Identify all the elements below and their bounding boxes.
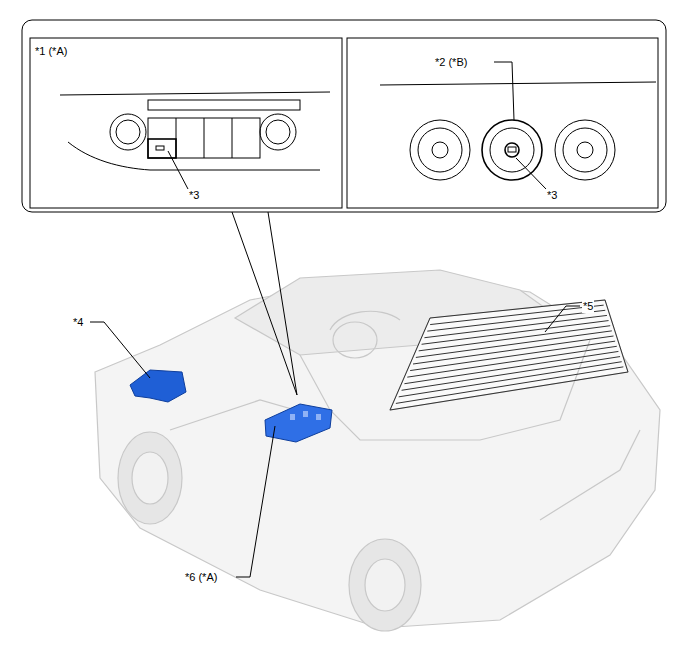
callout-number: *1 (*A) (34, 45, 68, 58)
callout-number: *5 (582, 300, 594, 313)
callout-number: *2 (*B) (434, 56, 468, 69)
callout-number: *3 (546, 189, 558, 202)
callout-number: *3 (188, 189, 200, 202)
callout-number: *6 (*A) (184, 571, 218, 584)
callout-number: *4 (72, 316, 84, 329)
